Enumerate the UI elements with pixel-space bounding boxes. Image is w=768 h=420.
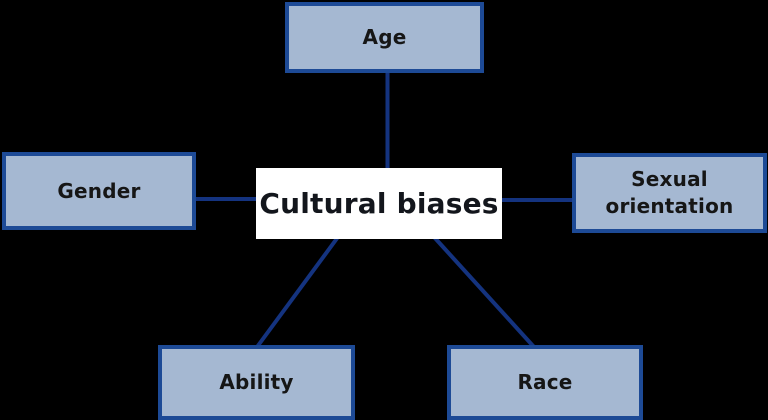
diagram-node-gender: Gender — [2, 152, 196, 230]
node-label-race: Race — [517, 370, 573, 394]
diagram-node-age: Age — [285, 2, 484, 73]
diagram-node-race: Race — [447, 345, 643, 420]
connector-center-to-race — [432, 235, 536, 349]
diagram-node-sexual-orientation: Sexual orientation — [572, 153, 767, 233]
diagram-node-center: Cultural biases — [256, 168, 502, 239]
node-label-sexual-orientation: Sexual orientation — [605, 167, 734, 218]
diagram-node-ability: Ability — [158, 345, 355, 420]
connector-center-to-ability — [255, 235, 340, 349]
node-label-ability: Ability — [219, 370, 294, 394]
node-label-center: Cultural biases — [259, 187, 499, 220]
node-label-gender: Gender — [57, 178, 141, 203]
node-label-age: Age — [362, 25, 407, 49]
